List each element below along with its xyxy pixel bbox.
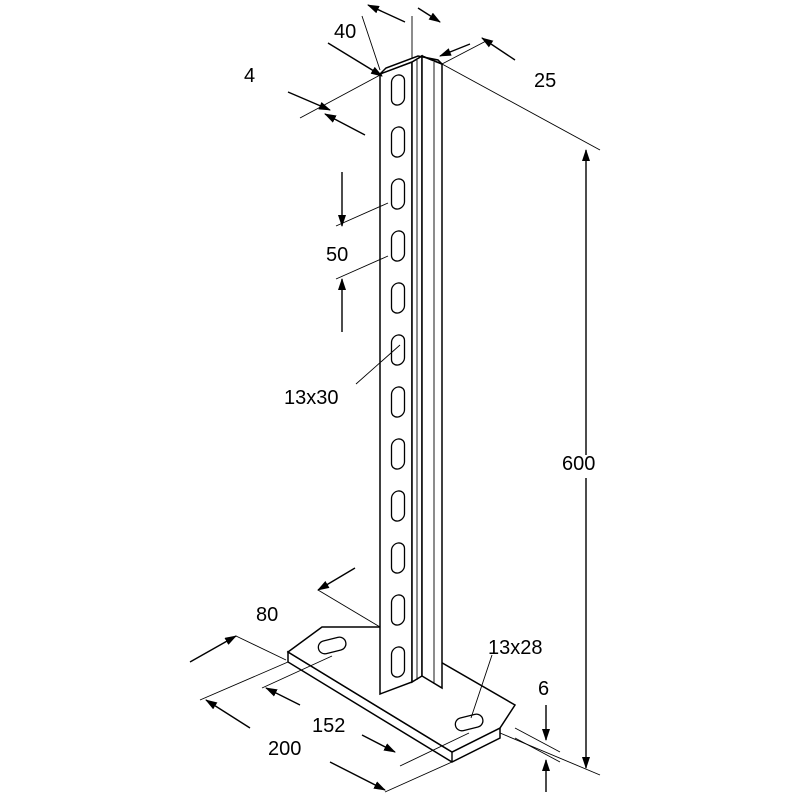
dimension-labels: 40 4 25 50 13x30 600 80 13x28 6 152 200 [244,21,595,760]
extension-line-600-top [441,63,601,151]
profile-slot [390,542,406,574]
extension-line-80-b [235,635,287,661]
base-slot-left [317,636,347,655]
dim-arrow-200-a [205,699,251,729]
dim-label-200: 200 [268,738,301,760]
dim-label-13x28: 13x28 [488,637,543,659]
dim-arrow-80-b [189,635,237,663]
profile-slot [390,490,406,522]
profile-slot [390,230,406,262]
dim-arrow-200-b [329,761,386,791]
dim-arrow-40-b [417,7,441,23]
profile-slot [390,126,406,158]
dim-arrow-80-a [317,567,356,591]
profile-side-flange [421,54,443,690]
extension-line-200-left [199,661,289,701]
dim-label-152: 152 [312,715,345,737]
extension-line-4 [299,73,383,119]
dim-label-4: 4 [244,65,255,87]
extension-line-40-left [361,15,381,71]
profile-slot [390,282,406,314]
dim-label-80: 80 [256,604,278,626]
extension-line-152-right [399,732,470,767]
base-plate [286,626,517,763]
dim-arrow-25-a [481,37,516,61]
dim-arrow-4-c [324,113,366,136]
extension-line-25 [441,39,489,65]
profile-slot [390,386,406,418]
extension-line-600-bottom [499,732,601,776]
dim-arrow-25-b [439,43,471,57]
dim-arrow-40-a [367,4,406,23]
profile-slot [390,74,406,106]
dim-label-600: 600 [562,453,595,475]
profile-top-lip [379,55,443,75]
profile-slots [390,74,406,678]
dim-label-25: 25 [534,70,556,92]
dim-arrow-4-a [327,42,383,77]
dim-label-6: 6 [538,678,549,700]
profile-slot [390,178,406,210]
extension-line-6-bottom [514,737,561,763]
leader-13x30 [355,344,401,385]
dim-label-13x30: 13x30 [284,387,339,409]
base-slot-right [454,713,484,732]
dim-arrow-152-b [361,734,396,753]
vertical-profile [379,54,443,696]
extension-line-200-right [384,761,453,793]
dimension-lines [189,4,601,793]
extension-line-80 [317,589,381,628]
dim-label-40: 40 [334,21,356,43]
dim-arrow-152-a [265,687,301,706]
profile-slot [390,646,406,678]
leader-13x28 [470,654,493,719]
profile-slot [390,334,406,366]
profile-slot [390,594,406,626]
extension-line-152-left [261,655,333,689]
extension-line-50-bottom [335,255,389,280]
extension-line-6-top [514,727,561,753]
profile-slot [390,438,406,470]
dim-label-50: 50 [326,244,348,266]
dim-arrow-4-b [287,91,331,111]
